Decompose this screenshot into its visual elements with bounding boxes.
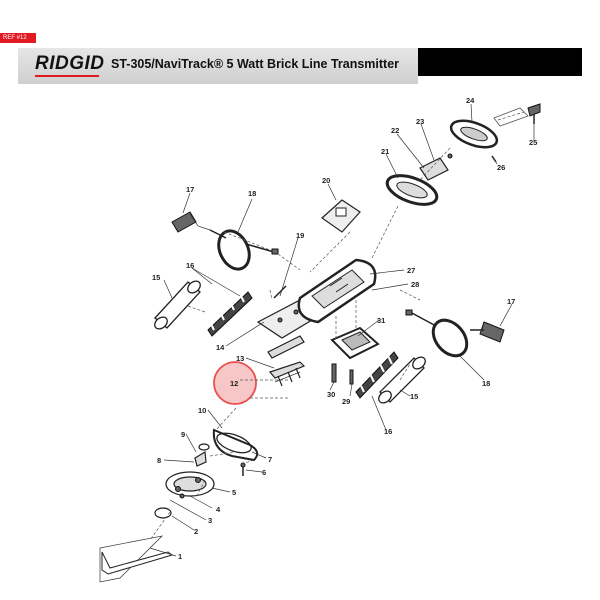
- part-13-contacts: [268, 361, 306, 387]
- part-18-cable-left: [209, 229, 279, 271]
- part-2-o-ring: [154, 507, 172, 519]
- part-27-main-housing: [297, 258, 377, 324]
- header-banner: RIDGID ST-305/NaviTrack® 5 Watt Brick Li…: [18, 48, 582, 84]
- part-15-tube-right: [378, 356, 426, 404]
- part-15-tube-left: [154, 280, 201, 330]
- callout-18-left: 18: [248, 189, 256, 198]
- callout-16-right: 16: [384, 427, 392, 436]
- callout-23: 23: [416, 117, 424, 126]
- part-30-spacer: [331, 363, 337, 383]
- callout-20: 20: [322, 176, 330, 185]
- callout-4: 4: [216, 505, 221, 514]
- callout-8: 8: [157, 456, 161, 465]
- callout-6: 6: [262, 468, 266, 477]
- callout-14: 14: [216, 343, 225, 352]
- callout-16-left: 16: [186, 261, 194, 270]
- part-31-pad: [330, 326, 380, 360]
- part-1-hex-key: [99, 535, 174, 583]
- part-8-9-fasteners: [194, 443, 210, 467]
- callout-9: 9: [181, 430, 185, 439]
- part-24-top-cover: [449, 107, 529, 149]
- callout-27: 27: [407, 266, 415, 275]
- part-22-23-board: [419, 153, 453, 181]
- callout-3: 3: [208, 516, 212, 525]
- part-17-clip-right: [470, 321, 505, 343]
- logo-underline: [35, 75, 99, 77]
- callout-19: 19: [296, 231, 304, 240]
- highlight-part-12: 12: [213, 361, 257, 405]
- brand-logo: RIDGID: [35, 53, 105, 74]
- callout-7: 7: [268, 455, 272, 464]
- callout-18-right: 18: [482, 379, 490, 388]
- callout-26: 26: [497, 163, 505, 172]
- callout-22: 22: [391, 126, 399, 135]
- part-18-cable-right: [405, 309, 469, 358]
- header-black-bar: [418, 48, 582, 76]
- part-25-knob: [527, 103, 541, 124]
- callout-28: 28: [411, 280, 419, 289]
- callout-10: 10: [198, 406, 206, 415]
- highlight-label: 12: [230, 379, 238, 388]
- assembly-guide-lines: [149, 111, 525, 541]
- part-6-screw: [240, 462, 246, 476]
- part-20-top-plate: [321, 199, 361, 233]
- callout-17-left: 17: [186, 185, 194, 194]
- callout-21: 21: [381, 147, 389, 156]
- callout-25: 25: [529, 138, 537, 147]
- callout-24: 24: [466, 96, 475, 105]
- part-21-housing-ring: [385, 174, 439, 206]
- part-16-bracket-right: [355, 351, 399, 399]
- part-16-bracket-left: [207, 291, 253, 337]
- callout-17-right: 17: [507, 297, 515, 306]
- part-5-end-cap: [165, 471, 215, 499]
- ref-tag: REF #12: [0, 33, 36, 43]
- callout-29: 29: [342, 397, 350, 406]
- callout-15-right: 15: [410, 392, 418, 401]
- callout-30: 30: [327, 390, 335, 399]
- callout-15-left: 15: [152, 273, 160, 282]
- header-gray-bar: [18, 48, 418, 84]
- part-10-gasket: [212, 428, 259, 462]
- part-29-screw: [349, 369, 354, 385]
- part-19-rod: [273, 285, 287, 299]
- callout-31: 31: [377, 316, 385, 325]
- callout-1: 1: [178, 552, 182, 561]
- callout-2: 2: [194, 527, 198, 536]
- callout-labels: 1 2 3 4 5 6 7 8 9 10 13 14 15 15 16 16 1…: [152, 96, 537, 561]
- callout-leaders: [149, 103, 535, 557]
- callout-13: 13: [236, 354, 244, 363]
- callout-5: 5: [232, 488, 236, 497]
- part-17-clip-left: [171, 211, 211, 233]
- page-title: ST-305/NaviTrack® 5 Watt Brick Line Tran…: [111, 57, 400, 71]
